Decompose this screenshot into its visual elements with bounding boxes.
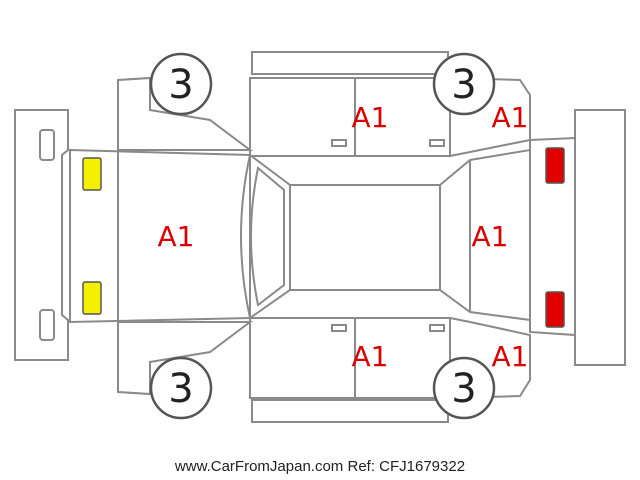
rear-bumper — [574, 109, 626, 366]
wheel-rear-right: 3 — [432, 356, 496, 420]
wheel-front-left-number: 3 — [168, 62, 193, 108]
door-handle-top-rear — [429, 139, 445, 147]
wheel-front-right-number: 3 — [168, 366, 193, 412]
roof-panel — [289, 184, 441, 291]
side-bottom-skirt — [251, 399, 449, 423]
damage-code-bottom-rear-quarter: A1 — [492, 340, 529, 373]
wheel-front-left: 3 — [149, 52, 213, 116]
footer-reference: Ref: CFJ1679322 — [347, 458, 466, 475]
front-bumper — [14, 109, 69, 361]
wheel-rear-right-number: 3 — [451, 366, 476, 412]
front-bumper-slot-top — [39, 129, 55, 161]
door-handle-bottom-front — [331, 324, 347, 332]
front-fender-top — [117, 76, 253, 151]
damage-code-bottom-door: A1 — [352, 340, 389, 373]
damage-code-top-door: A1 — [352, 101, 389, 134]
front-lamp-top — [82, 157, 102, 191]
windshield — [240, 153, 291, 320]
wheel-rear-left: 3 — [432, 52, 496, 116]
wheel-front-right: 3 — [149, 356, 213, 420]
footer-website: www.CarFromJapan.com — [174, 458, 344, 475]
side-top-door-front — [249, 77, 356, 157]
door-handle-bottom-rear — [429, 324, 445, 332]
rear-lamp-bottom — [545, 291, 565, 328]
damage-code-rear-window: A1 — [472, 220, 509, 253]
windshield-inner — [250, 166, 285, 307]
footer-credit: www.CarFromJapan.com Ref: CFJ1679322 — [0, 458, 640, 475]
damage-code-hood: A1 — [158, 220, 195, 253]
rear-quarter-bottom — [449, 316, 531, 400]
wheel-rear-left-number: 3 — [451, 62, 476, 108]
front-bumper-slot-bottom — [39, 309, 55, 341]
side-top-skirt — [251, 51, 449, 75]
door-handle-top-front — [331, 139, 347, 147]
rear-lamp-top — [545, 147, 565, 184]
front-lamp-bottom — [82, 281, 102, 315]
damage-code-top-rear-quarter: A1 — [492, 101, 529, 134]
front-fender-bottom — [117, 321, 253, 396]
